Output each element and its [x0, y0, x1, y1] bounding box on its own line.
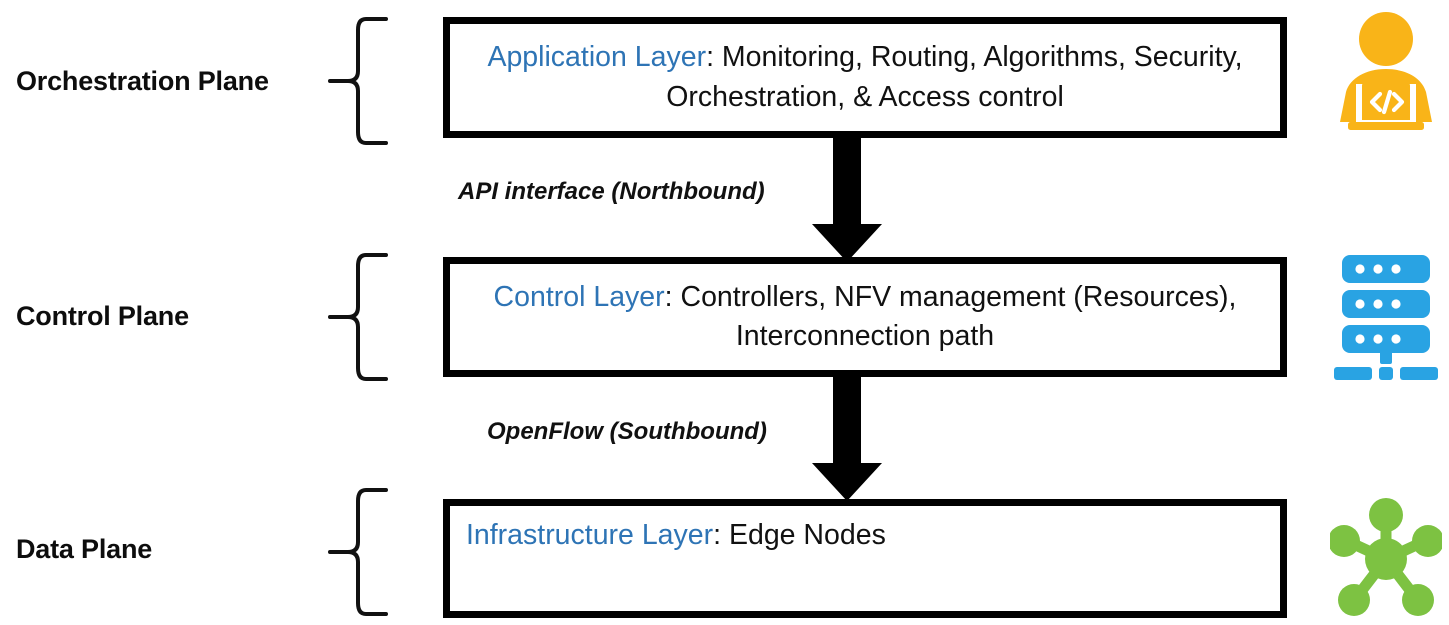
layer-title-control: Control Layer — [493, 280, 665, 313]
brace-data — [328, 487, 388, 617]
layer-text-control: Control Layer: Controllers, NFV manageme… — [451, 278, 1279, 357]
layer-box-application: Application Layer: Monitoring, Routing, … — [443, 17, 1287, 138]
layer-title-application: Application Layer — [487, 41, 707, 74]
plane-label-data: Data Plane — [16, 534, 153, 564]
plane-label-control: Control Plane — [16, 301, 189, 331]
interface-label-southbound: OpenFlow (Southbound) — [487, 418, 767, 445]
network-hub-icon — [1330, 493, 1442, 621]
layer-text-application: Application Layer: Monitoring, Routing, … — [451, 38, 1279, 117]
layer-separator-application: : — [706, 41, 722, 74]
brace-control — [328, 252, 388, 382]
server-stack-icon — [1330, 250, 1442, 382]
layer-contents-application: Monitoring, Routing, Algorithms, Securit… — [666, 41, 1243, 113]
layer-separator-control: : — [664, 280, 681, 313]
layer-contents-infrastructure: Edge Nodes — [728, 519, 886, 551]
layer-title-infrastructure: Infrastructure Layer — [466, 519, 714, 551]
interface-label-northbound: API interface (Northbound) — [458, 178, 765, 205]
arrow-southbound-down-icon — [809, 375, 885, 501]
layer-separator-infrastructure: : — [713, 519, 729, 551]
plane-label-orchestration: Orchestration Plane — [16, 66, 269, 96]
developer-with-laptop-icon — [1330, 6, 1442, 136]
layer-box-control: Control Layer: Controllers, NFV manageme… — [443, 257, 1287, 377]
layer-text-infrastructure: Infrastructure Layer: Edge Nodes — [450, 506, 900, 555]
arrow-northbound-down-icon — [809, 136, 885, 262]
brace-orchestration — [328, 16, 388, 146]
layer-box-infrastructure: Infrastructure Layer: Edge Nodes — [443, 499, 1287, 618]
layer-contents-control: Controllers, NFV management (Resources),… — [680, 280, 1237, 352]
